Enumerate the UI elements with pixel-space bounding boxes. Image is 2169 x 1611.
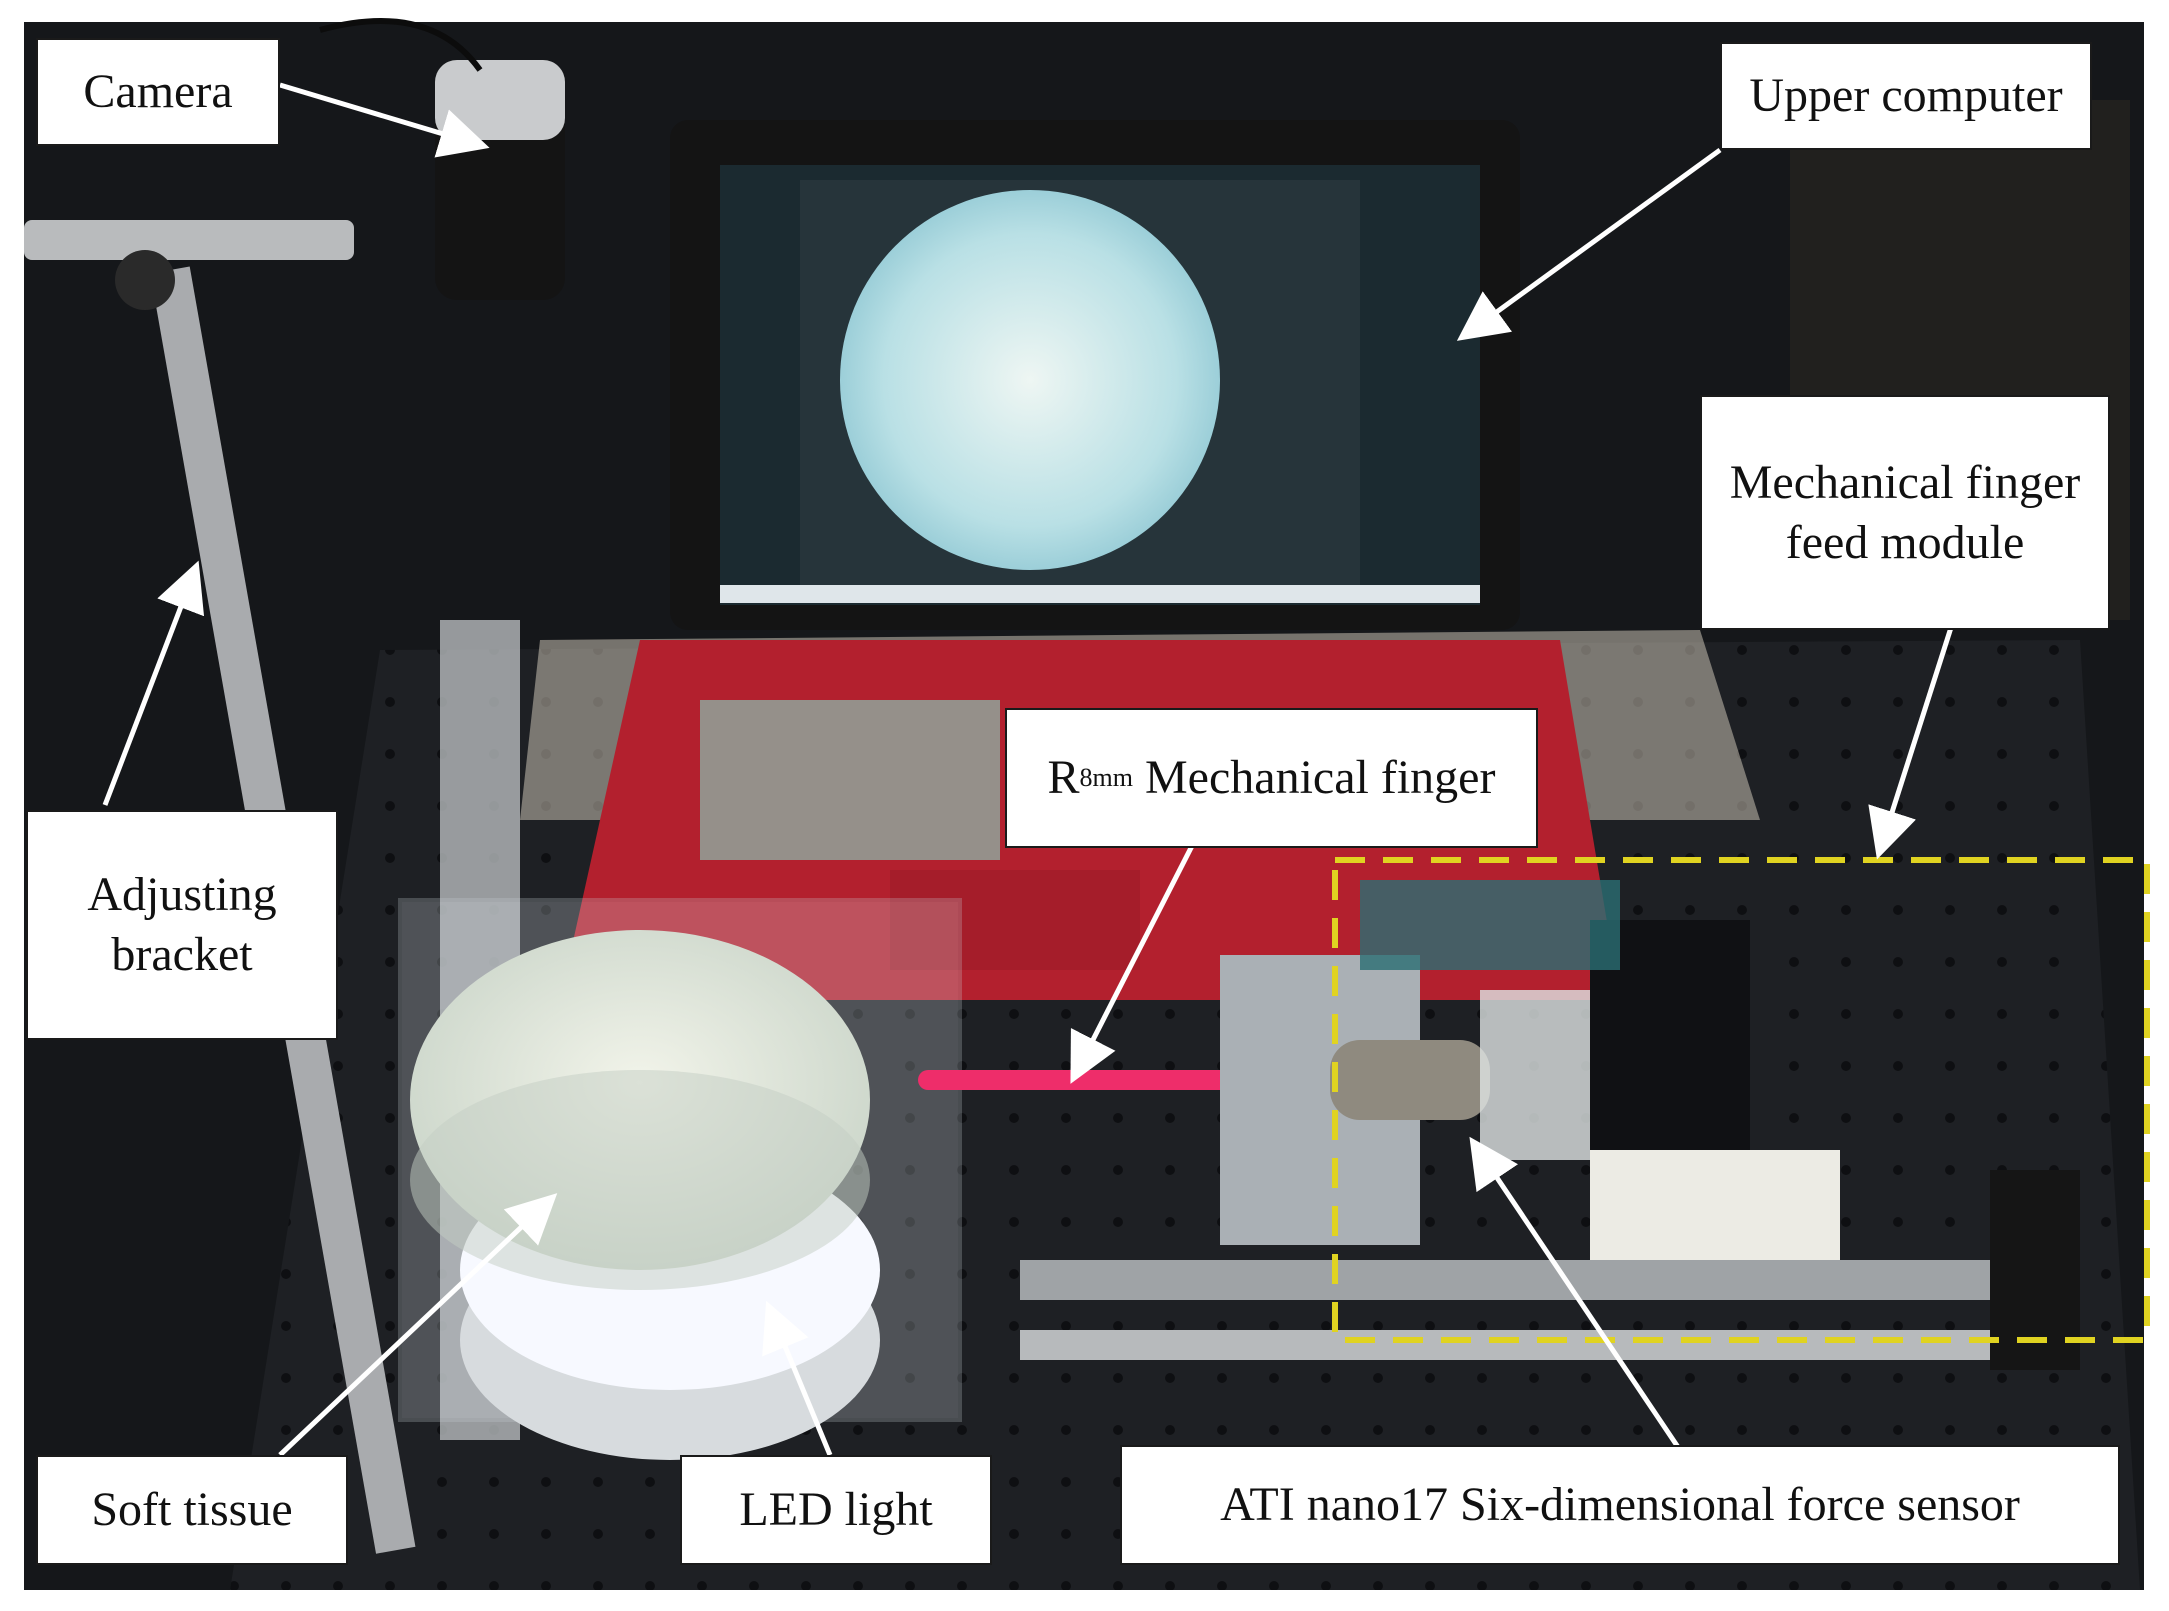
upper-computer-label: Upper computer xyxy=(1720,42,2092,150)
laptop xyxy=(560,120,1620,1000)
finger-label-prefix: R xyxy=(1047,751,1080,804)
arrow-mechanical-finger xyxy=(1070,838,1198,1084)
bracket-label-line1: Adjusting xyxy=(87,868,277,921)
soft-tissue-label: Soft tissue xyxy=(36,1455,348,1565)
arrow-feed-module xyxy=(1868,614,1958,860)
arrow-camera xyxy=(279,82,490,158)
feed-module-highlight xyxy=(1332,857,2150,1343)
force-sensor xyxy=(1330,1040,1490,1120)
feed-module xyxy=(1020,880,2080,1370)
arrow-force-sensor xyxy=(1469,1136,1693,1467)
screen-tissue-image xyxy=(840,190,1220,570)
feed-module-label: Mechanical finger feed module xyxy=(1700,395,2110,630)
adjusting-bracket-label: Adjusting bracket xyxy=(26,810,338,1040)
arrow-bracket xyxy=(102,560,205,806)
arrow-led-light xyxy=(762,1300,833,1456)
led-light-label: LED light xyxy=(680,1455,992,1565)
arrow-upper-computer xyxy=(1456,147,1722,341)
force-sensor-label: ATI nano17 Six-dimensional force sensor xyxy=(1120,1445,2120,1565)
finger-label-subscript: 8mm xyxy=(1079,762,1133,792)
bracket-label-line2: bracket xyxy=(111,928,253,981)
arrow-soft-tissue xyxy=(278,1193,558,1457)
feed-module-label-line1: Mechanical finger xyxy=(1729,455,2081,509)
finger-label-suffix: Mechanical finger xyxy=(1132,751,1496,804)
camera-label: Camera xyxy=(36,38,280,146)
feed-module-label-line2: feed module xyxy=(1785,515,2025,569)
lead-screw xyxy=(1020,1260,2040,1300)
